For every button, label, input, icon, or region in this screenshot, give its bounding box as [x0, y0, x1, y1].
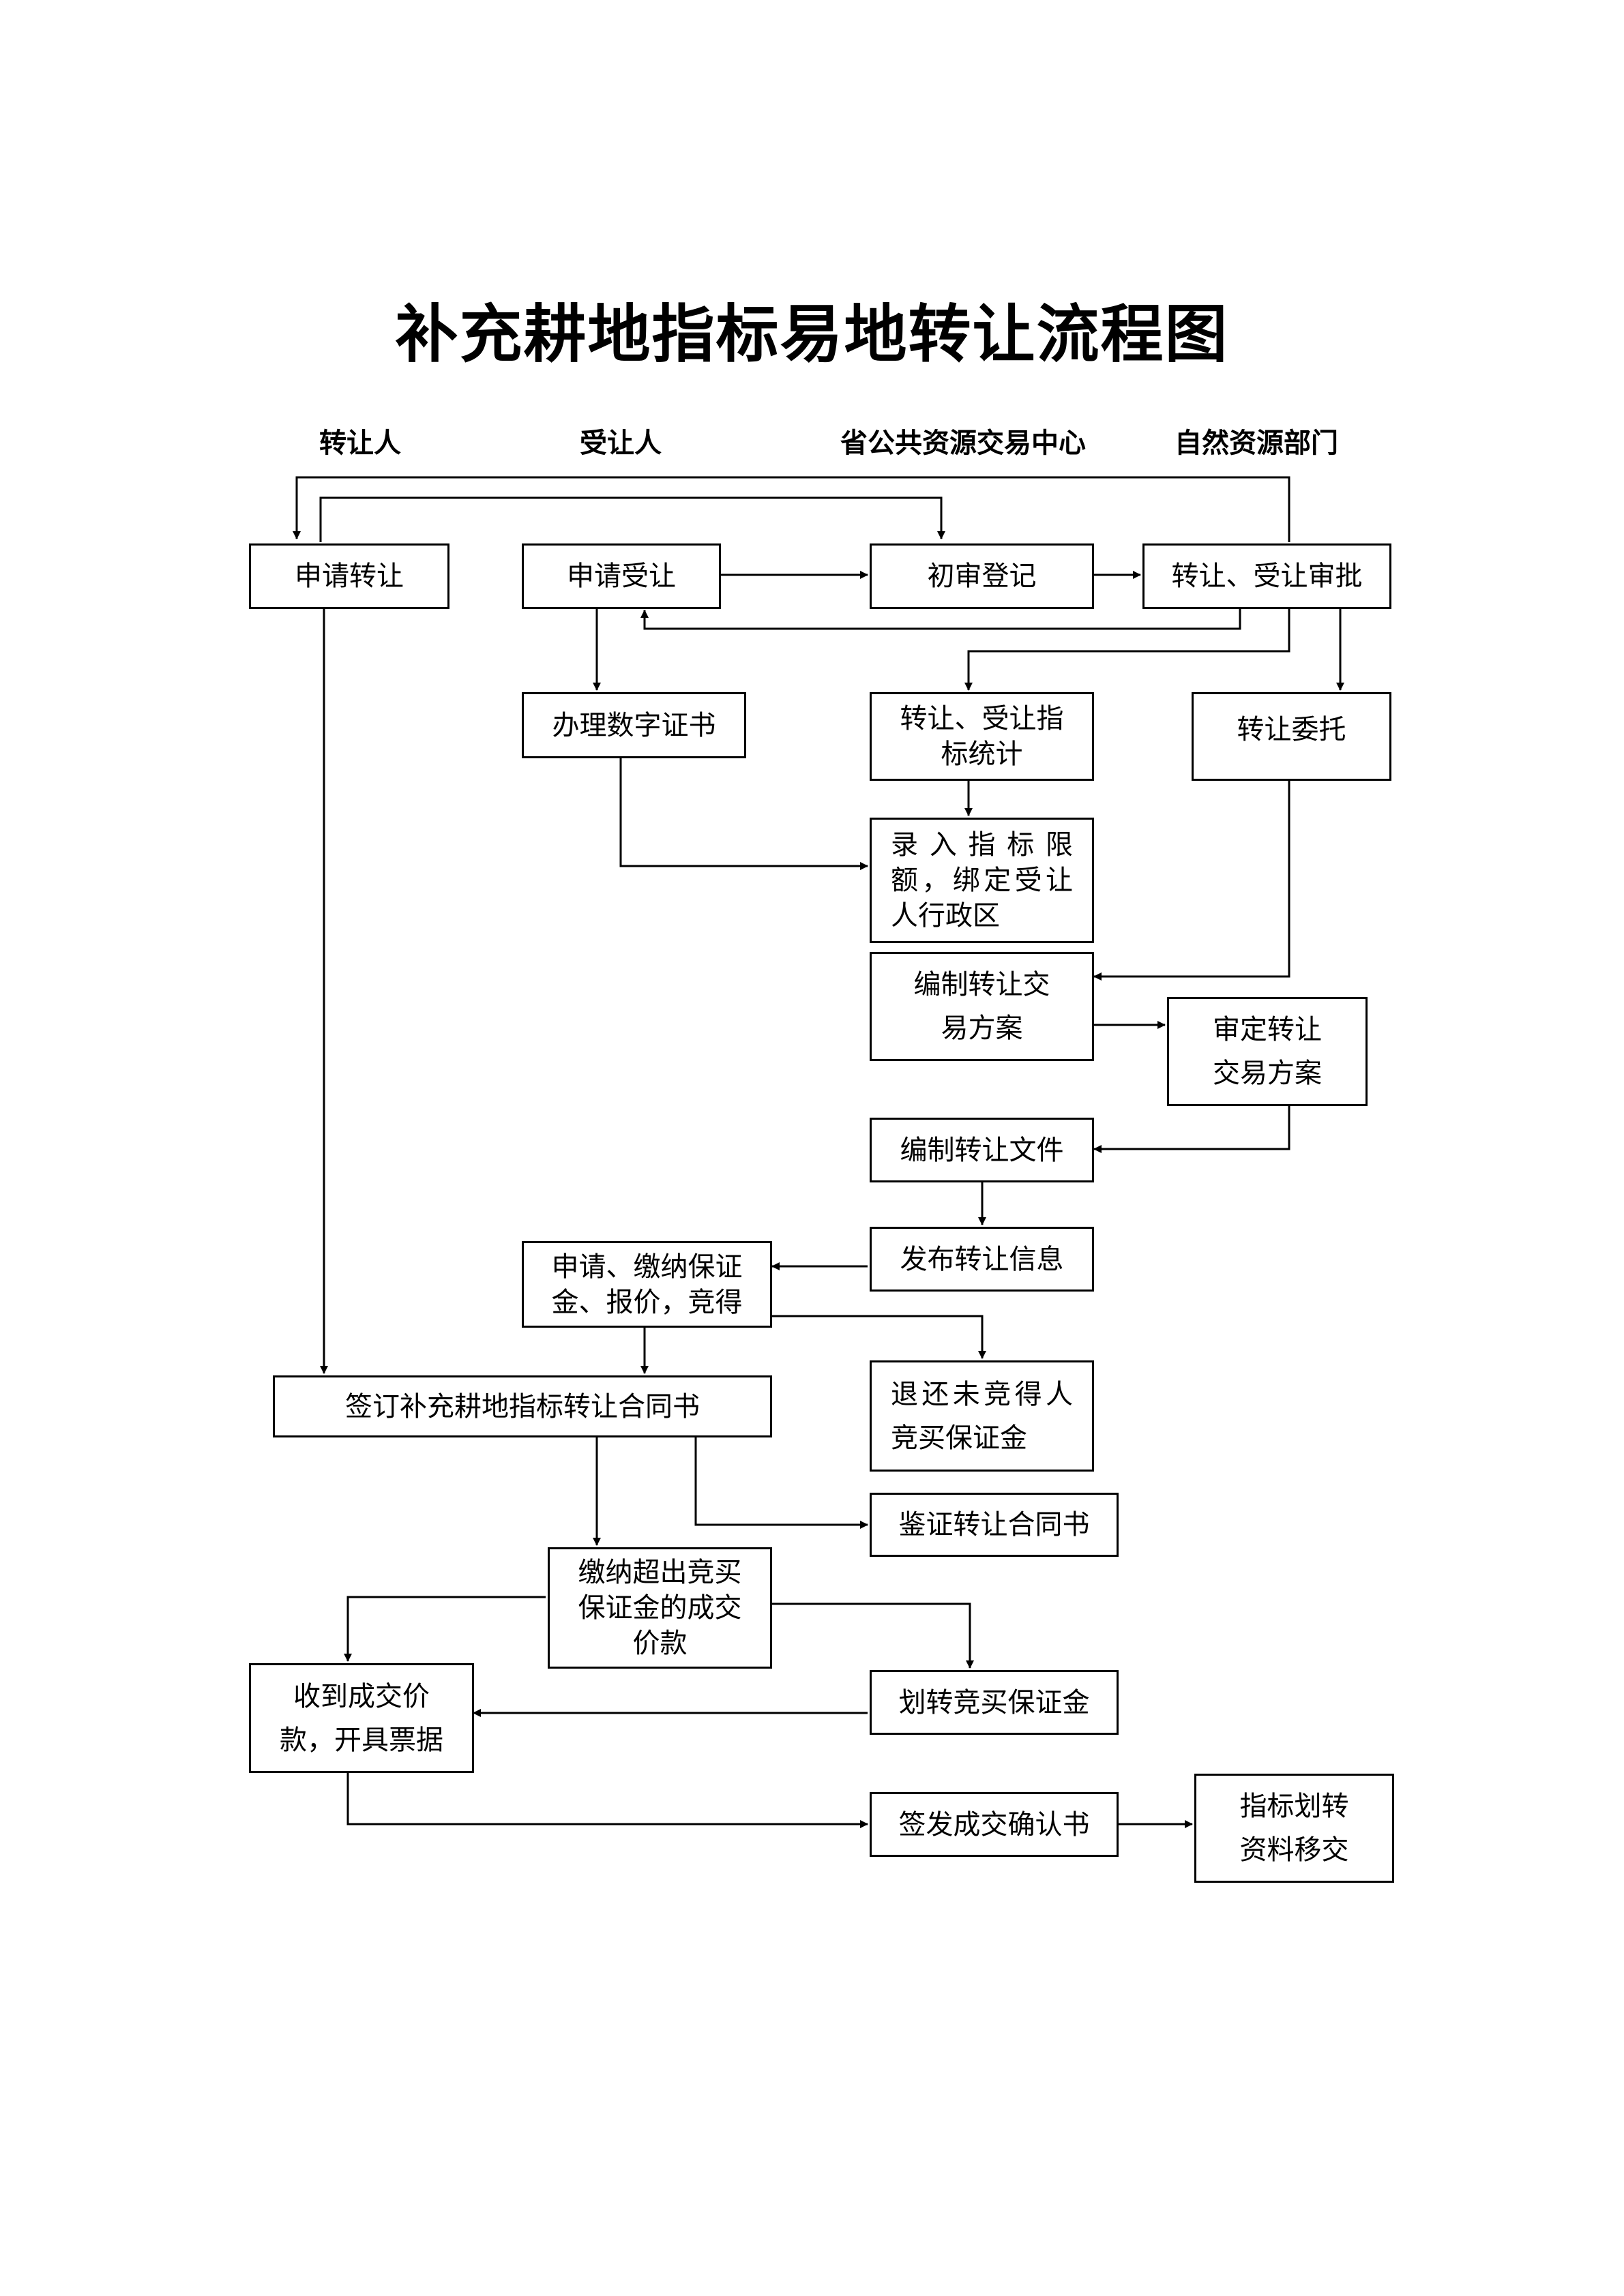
node-review-plan: 审定转让交易方案 [1167, 997, 1368, 1106]
connector-receive-to-confirmation [346, 1773, 868, 1828]
lane-header-natural-resources: 自然资源部门 [1175, 428, 1338, 459]
connector-review-to-compile-docs [1093, 1106, 1290, 1153]
connector-approval-to-statistics [964, 609, 1290, 691]
connector-commission-to-compile-plan [1093, 781, 1290, 981]
node-statistics: 转让、受让指标统计 [870, 692, 1094, 781]
node-refund: 退还未竞得人竞买保证金 [870, 1360, 1094, 1472]
connector-approval-to-apply-receive [640, 609, 1241, 630]
node-certify-contract: 鉴证转让合同书 [870, 1493, 1119, 1557]
node-deposit-bid: 申请、缴纳保证金、报价，竞得 [522, 1241, 772, 1328]
node-pay-balance: 缴纳超出竞买保证金的成交价款 [548, 1547, 772, 1669]
connector-pay-balance-to-transfer-deposit [771, 1602, 974, 1669]
node-receive-payment: 收到成交价款，开具票据 [249, 1663, 474, 1773]
connector-approval-to-apply-transfer [293, 476, 1290, 542]
node-initial-register: 初审登记 [870, 543, 1094, 609]
node-digital-cert: 办理数字证书 [522, 692, 746, 758]
node-approval: 转让、受让审批 [1142, 543, 1391, 609]
node-compile-plan: 编制转让交易方案 [870, 952, 1094, 1061]
lane-header-transferee: 受让人 [580, 428, 662, 459]
node-sign-contract: 签订补充耕地指标转让合同书 [273, 1375, 772, 1437]
node-handover: 指标划转资料移交 [1194, 1774, 1394, 1883]
node-apply-transfer: 申请转让 [249, 543, 449, 609]
node-compile-docs: 编制转让文件 [870, 1118, 1094, 1182]
lane-header-transferor: 转让人 [319, 428, 401, 459]
node-commission: 转让委托 [1192, 692, 1391, 781]
node-publish-info: 发布转让信息 [870, 1227, 1094, 1292]
connector-deposit-to-refund [771, 1315, 986, 1359]
connector-cert-to-input-quota [619, 758, 868, 870]
connector-loop-to-initial-register [319, 496, 945, 542]
node-input-quota: 录入指标限额，绑定受让人行政区 [870, 818, 1094, 943]
node-transfer-deposit: 划转竞买保证金 [870, 1670, 1119, 1735]
page-title: 补充耕地指标易地转让流程图 [395, 297, 1229, 371]
node-issue-confirmation: 签发成交确认书 [870, 1792, 1119, 1857]
connector-contract-to-certify [694, 1437, 868, 1529]
lane-header-trading-center: 省公共资源交易中心 [840, 428, 1086, 459]
node-apply-receive: 申请受让 [522, 543, 721, 609]
connector-pay-balance-to-receive [344, 1596, 546, 1662]
